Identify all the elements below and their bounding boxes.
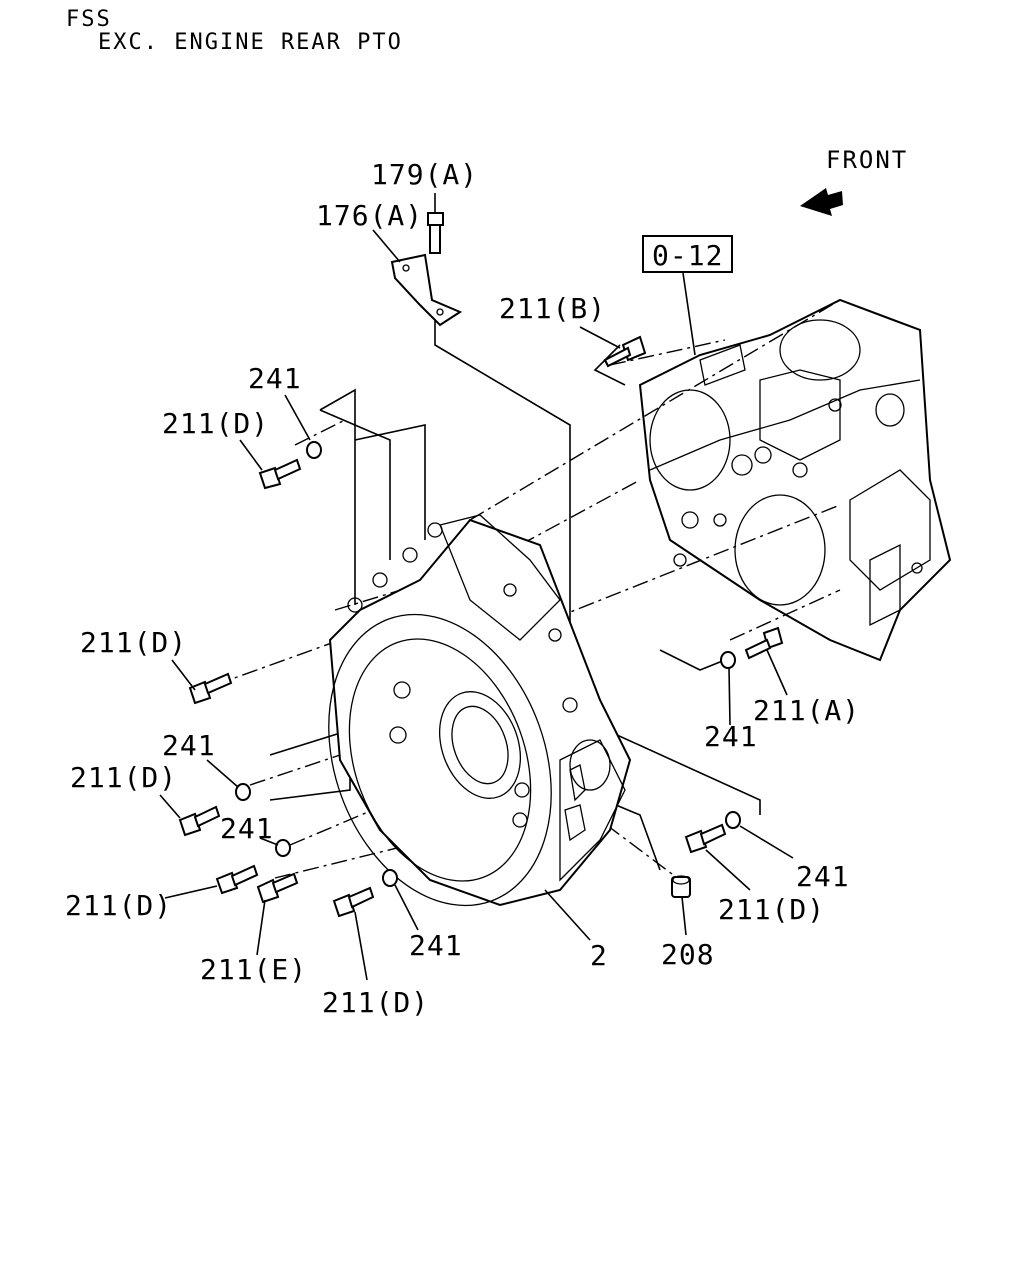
reference-box: 0-12 — [642, 235, 733, 273]
engine-block — [638, 298, 952, 662]
reference-box-label: 0-12 — [652, 239, 723, 272]
front-label: FRONT — [826, 146, 908, 174]
callout-179a: 179(A) — [371, 158, 478, 191]
callout-211d-bottom: 211(D) — [322, 986, 429, 1019]
callout-241-left2: 241 — [220, 812, 274, 845]
callout-241-right: 241 — [704, 720, 758, 753]
bolts — [178, 458, 784, 918]
callout-211d-left: 211(D) — [70, 761, 177, 794]
bracket-176a — [390, 253, 463, 327]
callout-241-left: 241 — [162, 729, 216, 762]
bolt-179a — [427, 212, 444, 254]
callout-211d-mid: 211(D) — [80, 626, 187, 659]
washers — [235, 441, 741, 887]
callout-241-bottom: 241 — [409, 929, 463, 962]
callout-241-right2: 241 — [796, 860, 850, 893]
flywheel-housing — [328, 514, 632, 907]
callout-241-top: 241 — [248, 362, 302, 395]
callout-208: 208 — [661, 938, 715, 971]
bolt-211b — [603, 335, 647, 368]
callout-labels: 179(A) 176(A) 211(B) 241 211(D) 211(D) 2… — [65, 158, 860, 1019]
header-subtitle: EXC. ENGINE REAR PTO — [98, 30, 403, 55]
callout-211a: 211(A) — [753, 694, 860, 727]
callout-2: 2 — [590, 939, 608, 972]
plug-208 — [671, 875, 691, 898]
leader-routes — [269, 320, 761, 871]
callout-211d-low: 211(D) — [65, 889, 172, 922]
callout-211e: 211(E) — [200, 953, 307, 986]
callout-211d-right: 211(D) — [718, 893, 825, 926]
front-arrow-icon — [800, 188, 843, 216]
callout-211d-top: 211(D) — [162, 407, 269, 440]
callout-176a: 176(A) — [316, 199, 423, 232]
callout-211b: 211(B) — [499, 292, 606, 325]
label-leaders — [159, 193, 794, 981]
header-model: FSS — [66, 7, 112, 32]
